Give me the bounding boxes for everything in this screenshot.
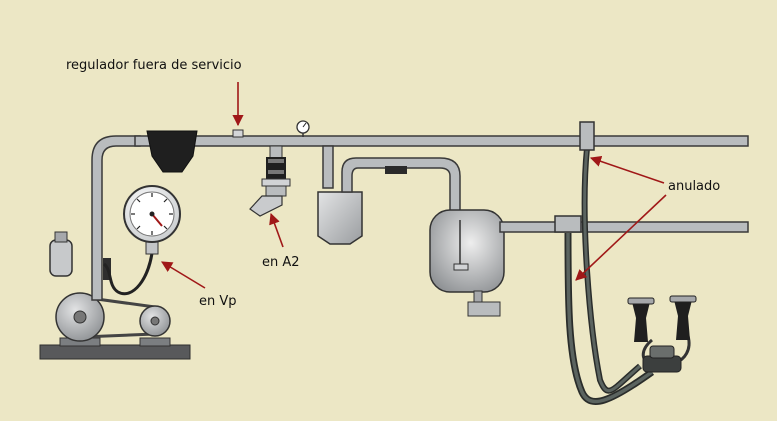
milk-pump-base: [467, 301, 501, 317]
milk-line: [499, 221, 749, 233]
regulator-valve: [232, 129, 244, 138]
pump-trap: [49, 239, 73, 277]
a2-nozzle: [249, 195, 283, 217]
trap-riser: [322, 145, 334, 189]
label-vp: en Vp: [199, 294, 237, 309]
motor-foot-right: [139, 337, 171, 347]
machine-base: [39, 344, 191, 360]
bypass-arrow-upper: [589, 155, 665, 184]
label-a2: en A2: [262, 255, 300, 270]
vacuum-regulator: [146, 130, 198, 173]
label-bypass: anulado: [668, 179, 720, 194]
bypass-arrow-lower: [575, 194, 667, 281]
milking-cluster: [627, 295, 697, 373]
pipe-tap-top: [579, 121, 595, 151]
vacuum-pipe-top: [134, 135, 749, 147]
sanitary-trap: [317, 191, 363, 245]
a2-arrow: [269, 212, 284, 248]
pulse-hose: [581, 147, 642, 394]
gauge-hose: [102, 244, 155, 296]
vp-arrow: [161, 261, 206, 289]
label-regulator: regulador fuera de servicio: [66, 58, 242, 73]
pipe-tap-lower: [554, 215, 582, 233]
receiver-tank: [429, 209, 505, 293]
gauge-needle: [151, 213, 163, 227]
